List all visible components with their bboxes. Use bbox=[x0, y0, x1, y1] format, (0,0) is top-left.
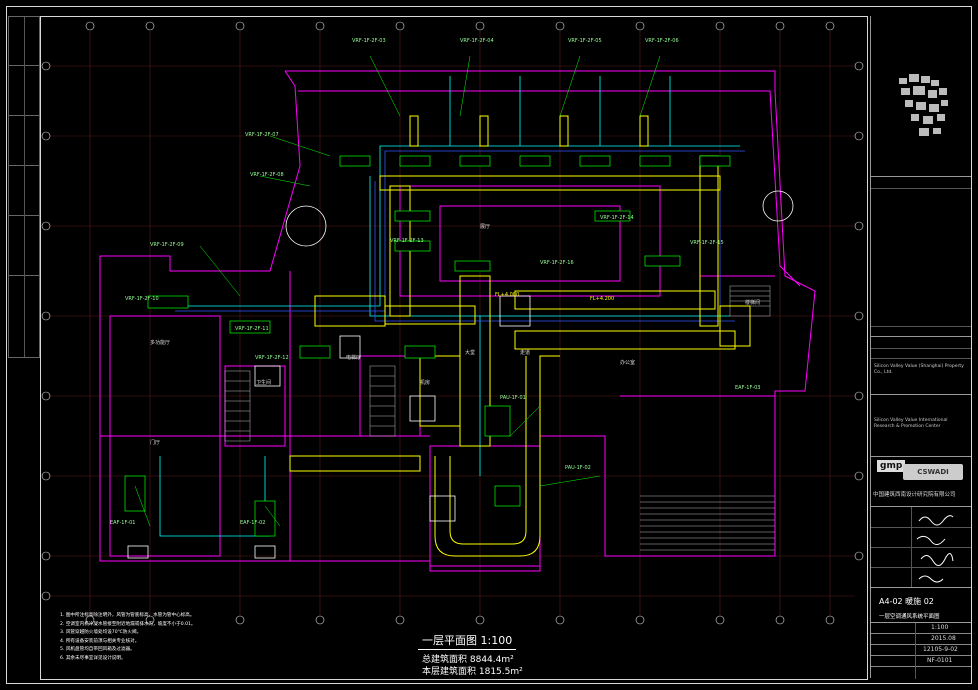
signature-area bbox=[871, 506, 971, 588]
company-name: 中国建筑西南设计研究院有限公司 bbox=[873, 492, 956, 498]
room-name: 门厅 bbox=[150, 440, 161, 446]
tb-label-row bbox=[871, 176, 971, 337]
room-name: 多功能厅 bbox=[150, 340, 171, 346]
equipment-tag: VRF-1F-2F-06 bbox=[645, 38, 679, 44]
elevation-tag: FL+4.200 bbox=[590, 296, 615, 302]
elevation-tag: FL+4.000 bbox=[495, 292, 520, 298]
note-line: 1. 图中所注标高除注明外，风管为管底标高，水管为管中心标高。 bbox=[60, 613, 195, 618]
tag-leaders bbox=[134, 55, 661, 527]
room-name: 大堂 bbox=[465, 350, 476, 356]
drawing-number: A4-02 暖施 02 bbox=[879, 597, 934, 606]
note-line: 6. 其余未尽事宜详见设计说明。 bbox=[60, 655, 126, 661]
tb-rows: 1:100 2015.08 12105-9-02 NF-0101 bbox=[871, 622, 971, 679]
room-name: 楼梯间 bbox=[745, 300, 761, 306]
room-name: 走道 bbox=[520, 350, 531, 356]
equipment-tag: EAF-1F-02 bbox=[240, 520, 266, 526]
center-name: Silicon Valley Value International Resea… bbox=[874, 418, 948, 429]
sheet-number: NF-0101 bbox=[927, 657, 953, 664]
grid-bubbles bbox=[41, 21, 864, 625]
white-fixtures bbox=[127, 190, 794, 559]
drawing-name: 一层空调通风系统平面图 bbox=[879, 614, 940, 620]
general-notes: 1. 图中所注标高除注明外，风管为管底标高，水管为管中心标高。 2. 空调室内机… bbox=[60, 612, 196, 663]
room-name: 办公室 bbox=[620, 360, 636, 366]
equipment-tag: VRF-1F-2F-14 bbox=[600, 215, 634, 221]
room-name: 卫生间 bbox=[256, 380, 272, 386]
center-box: Silicon Valley Value International Resea… bbox=[871, 396, 971, 457]
total-area: 总建筑面积 8844.4m² bbox=[422, 655, 514, 665]
client-box: Silicon Valley Value (Shanghai) Property… bbox=[871, 338, 971, 395]
key-plan bbox=[871, 16, 971, 177]
note-line: 4. 所有设备安装前须与相关专业核对。 bbox=[60, 638, 140, 644]
equipment-tag: VRF-1F-2F-13 bbox=[390, 238, 424, 244]
note-line: 2. 空调室内机冷凝水管接至附近地漏或排水沟，坡度不小于0.01。 bbox=[60, 621, 196, 627]
equipment-tag: VRF-1F-2F-10 bbox=[125, 296, 159, 302]
equipment-tag: PAU-1F-01 bbox=[500, 395, 526, 401]
tb-sheet-cell: NF-0101 bbox=[871, 656, 971, 667]
logos: gmp CSWADI bbox=[871, 456, 971, 486]
stair-hatch bbox=[224, 285, 775, 551]
equipment-tag: VRF-1F-2F-11 bbox=[235, 326, 269, 332]
cswadi-logo: CSWADI bbox=[903, 464, 963, 480]
equipment-tag: EAF-1F-01 bbox=[110, 520, 136, 526]
equipment-tag: VRF-1F-2F-05 bbox=[568, 38, 602, 44]
equipment-tag: VRF-1F-2F-03 bbox=[352, 38, 386, 44]
note-line: 5. 风机盘管均自带回风箱及过滤器。 bbox=[60, 647, 135, 652]
tb-scale-cell: 1:100 bbox=[871, 623, 971, 634]
equipment-tag: VRF-1F-2F-07 bbox=[245, 132, 279, 138]
outer-border bbox=[6, 6, 972, 684]
tb-project-cell: 12105-9-02 bbox=[871, 645, 971, 656]
equipment-tag: VRF-1F-2F-08 bbox=[250, 172, 284, 178]
equipment-tag: VRF-1F-2F-04 bbox=[460, 38, 494, 44]
date-value: 2015.08 bbox=[931, 635, 956, 642]
drawing-title: 一层平面图 1:100 bbox=[418, 632, 517, 650]
tb-date-cell: 2015.08 bbox=[871, 634, 971, 645]
room-name: 电梯厅 bbox=[346, 355, 362, 361]
project-number: 12105-9-02 bbox=[923, 646, 958, 653]
gmp-logo: gmp bbox=[877, 460, 906, 472]
indoor-units bbox=[124, 155, 731, 537]
scale-value: 1:100 bbox=[931, 624, 949, 631]
inner-border bbox=[40, 16, 868, 680]
equipment-tag: PAU-1F-02 bbox=[565, 465, 591, 471]
client-name: Silicon Valley Value (Shanghai) Property… bbox=[874, 364, 964, 375]
equipment-tag: VRF-1F-2F-15 bbox=[690, 240, 724, 246]
signature-scribbles bbox=[916, 515, 954, 583]
equipment-tag: VRF-1F-2F-16 bbox=[540, 260, 574, 266]
equipment-tag: EAF-1F-03 bbox=[735, 385, 761, 391]
air-ducts bbox=[289, 115, 751, 557]
key-plan-map bbox=[899, 74, 948, 136]
revision-strip bbox=[8, 16, 40, 358]
equipment-tag: VRF-1F-2F-09 bbox=[150, 242, 184, 248]
refrigerant-pipes bbox=[159, 76, 740, 537]
floor-plan bbox=[41, 21, 864, 625]
equipment-tag: VRF-1F-2F-12 bbox=[255, 355, 289, 361]
room-name: 展厅 bbox=[480, 224, 491, 230]
room-name: 机房 bbox=[420, 380, 431, 386]
floor-area: 本层建筑面积 1815.5m² bbox=[422, 667, 523, 677]
note-line: 3. 风管穿越防火墙处均设70℃防火阀。 bbox=[60, 630, 142, 635]
title-block: Silicon Valley Value (Shanghai) Property… bbox=[870, 16, 971, 679]
